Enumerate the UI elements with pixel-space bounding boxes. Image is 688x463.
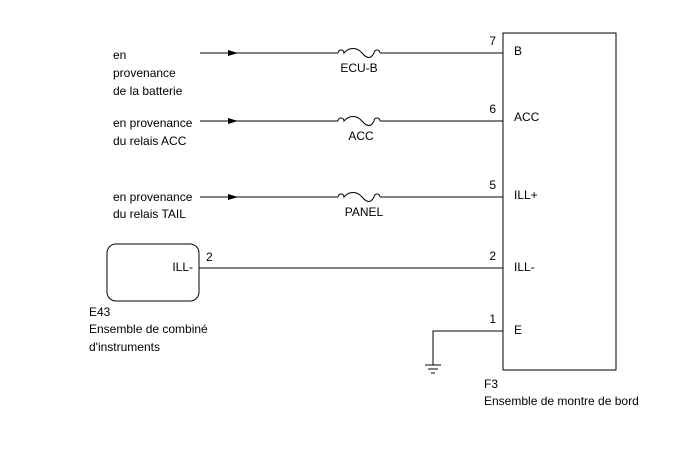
pin-b-label: B [514, 44, 522, 58]
meter-pin-number: 2 [206, 250, 213, 264]
clock-assembly-name: Ensemble de montre de bord [484, 394, 639, 408]
clock-connector-code: F3 [484, 377, 498, 391]
acc-fuse-label: ACC [348, 129, 374, 143]
svg-text:de la batterie: de la batterie [113, 84, 183, 98]
meter-connector-code: E43 [89, 305, 111, 319]
meter-pin-label: ILL- [172, 260, 193, 274]
meter-name-line2: d'instruments [89, 340, 160, 354]
tail-relay-source-label: en provenance du relais TAIL [113, 190, 193, 221]
pin-1-number: 1 [489, 312, 496, 326]
pin-ill-minus-label: ILL- [514, 260, 535, 274]
pin-5-number: 5 [489, 178, 496, 192]
battery-source-label: en provenance de la batterie [113, 48, 183, 98]
acc-fuse-symbol [337, 116, 381, 126]
ecu-b-fuse-label: ECU-B [340, 61, 377, 75]
ground-wire [432, 330, 503, 365]
pin-7-number: 7 [489, 34, 496, 48]
meter-name-line1: Ensemble de combiné [89, 322, 208, 336]
ground-icon [425, 364, 441, 374]
pin-acc-label: ACC [514, 110, 540, 124]
panel-fuse-symbol [337, 192, 381, 202]
svg-text:provenance: provenance [113, 66, 176, 80]
pin-2-number: 2 [489, 249, 496, 263]
acc-relay-source-label: en provenance du relais ACC [113, 116, 193, 148]
pin-e-label: E [514, 323, 522, 337]
ecu-b-fuse-symbol [337, 48, 381, 58]
combination-meter-box [106, 243, 200, 302]
svg-text:en provenance: en provenance [113, 190, 193, 204]
panel-fuse-label: PANEL [345, 205, 384, 219]
svg-text:en: en [113, 48, 126, 62]
svg-text:du relais TAIL: du relais TAIL [113, 207, 186, 221]
svg-text:du relais ACC: du relais ACC [113, 134, 187, 148]
clock-assembly-box [502, 32, 617, 371]
pin-ill-plus-label: ILL+ [514, 188, 538, 202]
svg-text:en provenance: en provenance [113, 116, 193, 130]
pin-6-number: 6 [489, 102, 496, 116]
